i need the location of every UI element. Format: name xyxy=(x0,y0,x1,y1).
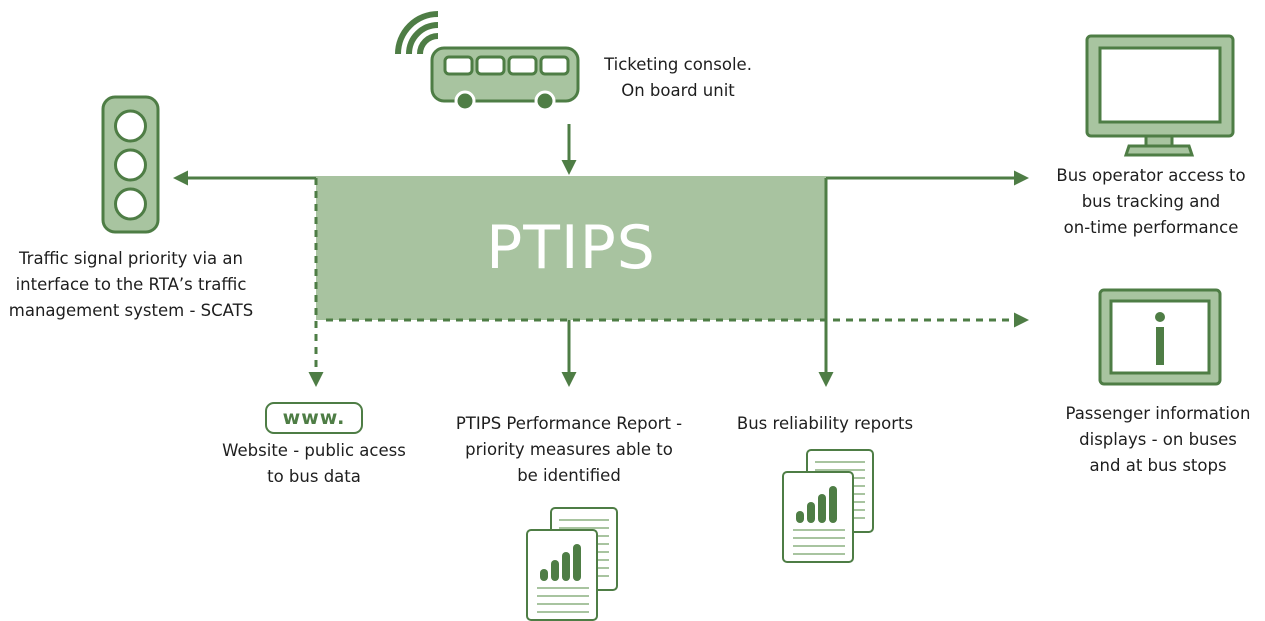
reliability-label: Bus reliability reports xyxy=(722,411,928,437)
operator-label: Bus operator access to bus tracking and … xyxy=(1040,163,1262,241)
ticketing-label-line-2: On board unit xyxy=(621,81,735,100)
ticketing-label: Ticketing console. On board unit xyxy=(588,52,768,104)
info-display-icon xyxy=(1098,288,1222,386)
passenger-label-line-1: Passenger information xyxy=(1065,404,1251,423)
traffic-light-icon xyxy=(101,95,160,234)
ptips-core: PTIPS xyxy=(316,176,826,320)
website-label-line-1: Website - public acess xyxy=(222,441,406,460)
ptips-core-box xyxy=(316,176,826,320)
performance-label-line-2: priority measures able to xyxy=(465,440,673,459)
performance-label-line-3: be identified xyxy=(517,466,621,485)
core-title: PTIPS xyxy=(486,213,656,283)
passenger-label: Passenger information displays - on buse… xyxy=(1052,401,1264,479)
www-icon-text: www. xyxy=(282,407,346,429)
connector-lines xyxy=(173,124,1029,387)
traffic-label: Traffic signal priority via an interface… xyxy=(0,246,262,324)
operator-label-line-1: Bus operator access to xyxy=(1056,166,1246,185)
monitor-icon xyxy=(1085,34,1235,157)
performance-label: PTIPS Performance Report - priority meas… xyxy=(438,411,700,489)
passenger-label-line-2: displays - on buses xyxy=(1079,430,1237,449)
traffic-label-line-2: interface to the RTA’s traffic xyxy=(15,275,247,294)
operator-label-line-3: on-time performance xyxy=(1063,218,1239,237)
passenger-label-line-3: and at bus stops xyxy=(1089,456,1227,475)
www-icon xyxy=(265,402,363,434)
traffic-label-line-1: Traffic signal priority via an xyxy=(19,249,243,268)
traffic-label-line-3: management system - SCATS xyxy=(8,301,254,320)
bus-wireless-icon xyxy=(395,11,580,112)
ticketing-label-line-1: Ticketing console. xyxy=(604,55,752,74)
report-chart-icon xyxy=(526,507,618,621)
operator-label-line-2: bus tracking and xyxy=(1081,192,1221,211)
website-label: Website - public acess to bus data xyxy=(206,438,422,490)
performance-label-line-1: PTIPS Performance Report - xyxy=(455,414,683,433)
reliability-label-line-1: Bus reliability reports xyxy=(736,414,914,433)
website-label-line-2: to bus data xyxy=(267,467,361,486)
report-chart-icon xyxy=(782,449,874,563)
